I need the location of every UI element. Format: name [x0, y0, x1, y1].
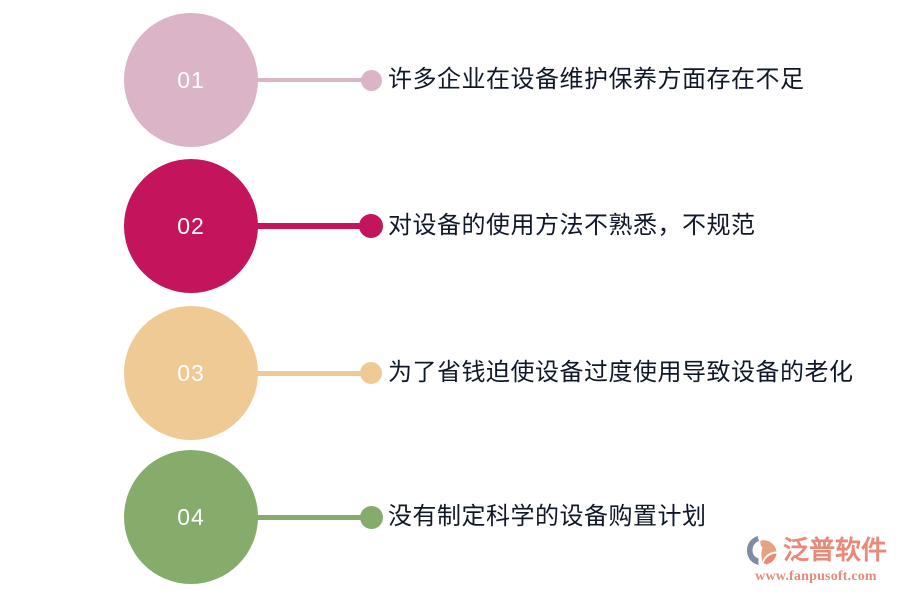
number-circle-04[interactable]: 04: [124, 450, 258, 584]
circle-number-label: 04: [177, 503, 205, 530]
fanpu-logo-icon: [746, 534, 780, 566]
bullet-dot: [359, 505, 383, 529]
connector-line: [250, 223, 368, 229]
logo-website-url: www.fanpusoft.com: [755, 569, 877, 584]
item-description: 对设备的使用方法不熟悉，不规范: [388, 212, 756, 239]
number-circle-01[interactable]: 01: [124, 13, 258, 147]
circle-number-label: 02: [177, 212, 205, 239]
item-description: 许多企业在设备维护保养方面存在不足: [388, 66, 805, 93]
item-description: 为了省钱迫使设备过度使用导致设备的老化: [388, 359, 854, 386]
number-circle-02[interactable]: 02: [124, 159, 258, 293]
circle-number-label: 01: [177, 66, 205, 93]
connector-line: [250, 514, 368, 520]
circle-number-label: 03: [177, 359, 205, 386]
connector-line: [250, 370, 368, 376]
item-description: 没有制定科学的设备购置计划: [388, 503, 707, 530]
bullet-dot: [359, 214, 383, 238]
bullet-dot: [360, 69, 382, 91]
number-circle-03[interactable]: 03: [124, 306, 258, 440]
bullet-dot: [360, 362, 382, 384]
connector-line: [250, 78, 368, 82]
brand-logo[interactable]: 泛普软件 www.fanpusoft.com: [746, 532, 888, 590]
logo-wordmark-row: 泛普软件: [746, 532, 888, 568]
logo-company-name: 泛普软件: [783, 535, 888, 565]
